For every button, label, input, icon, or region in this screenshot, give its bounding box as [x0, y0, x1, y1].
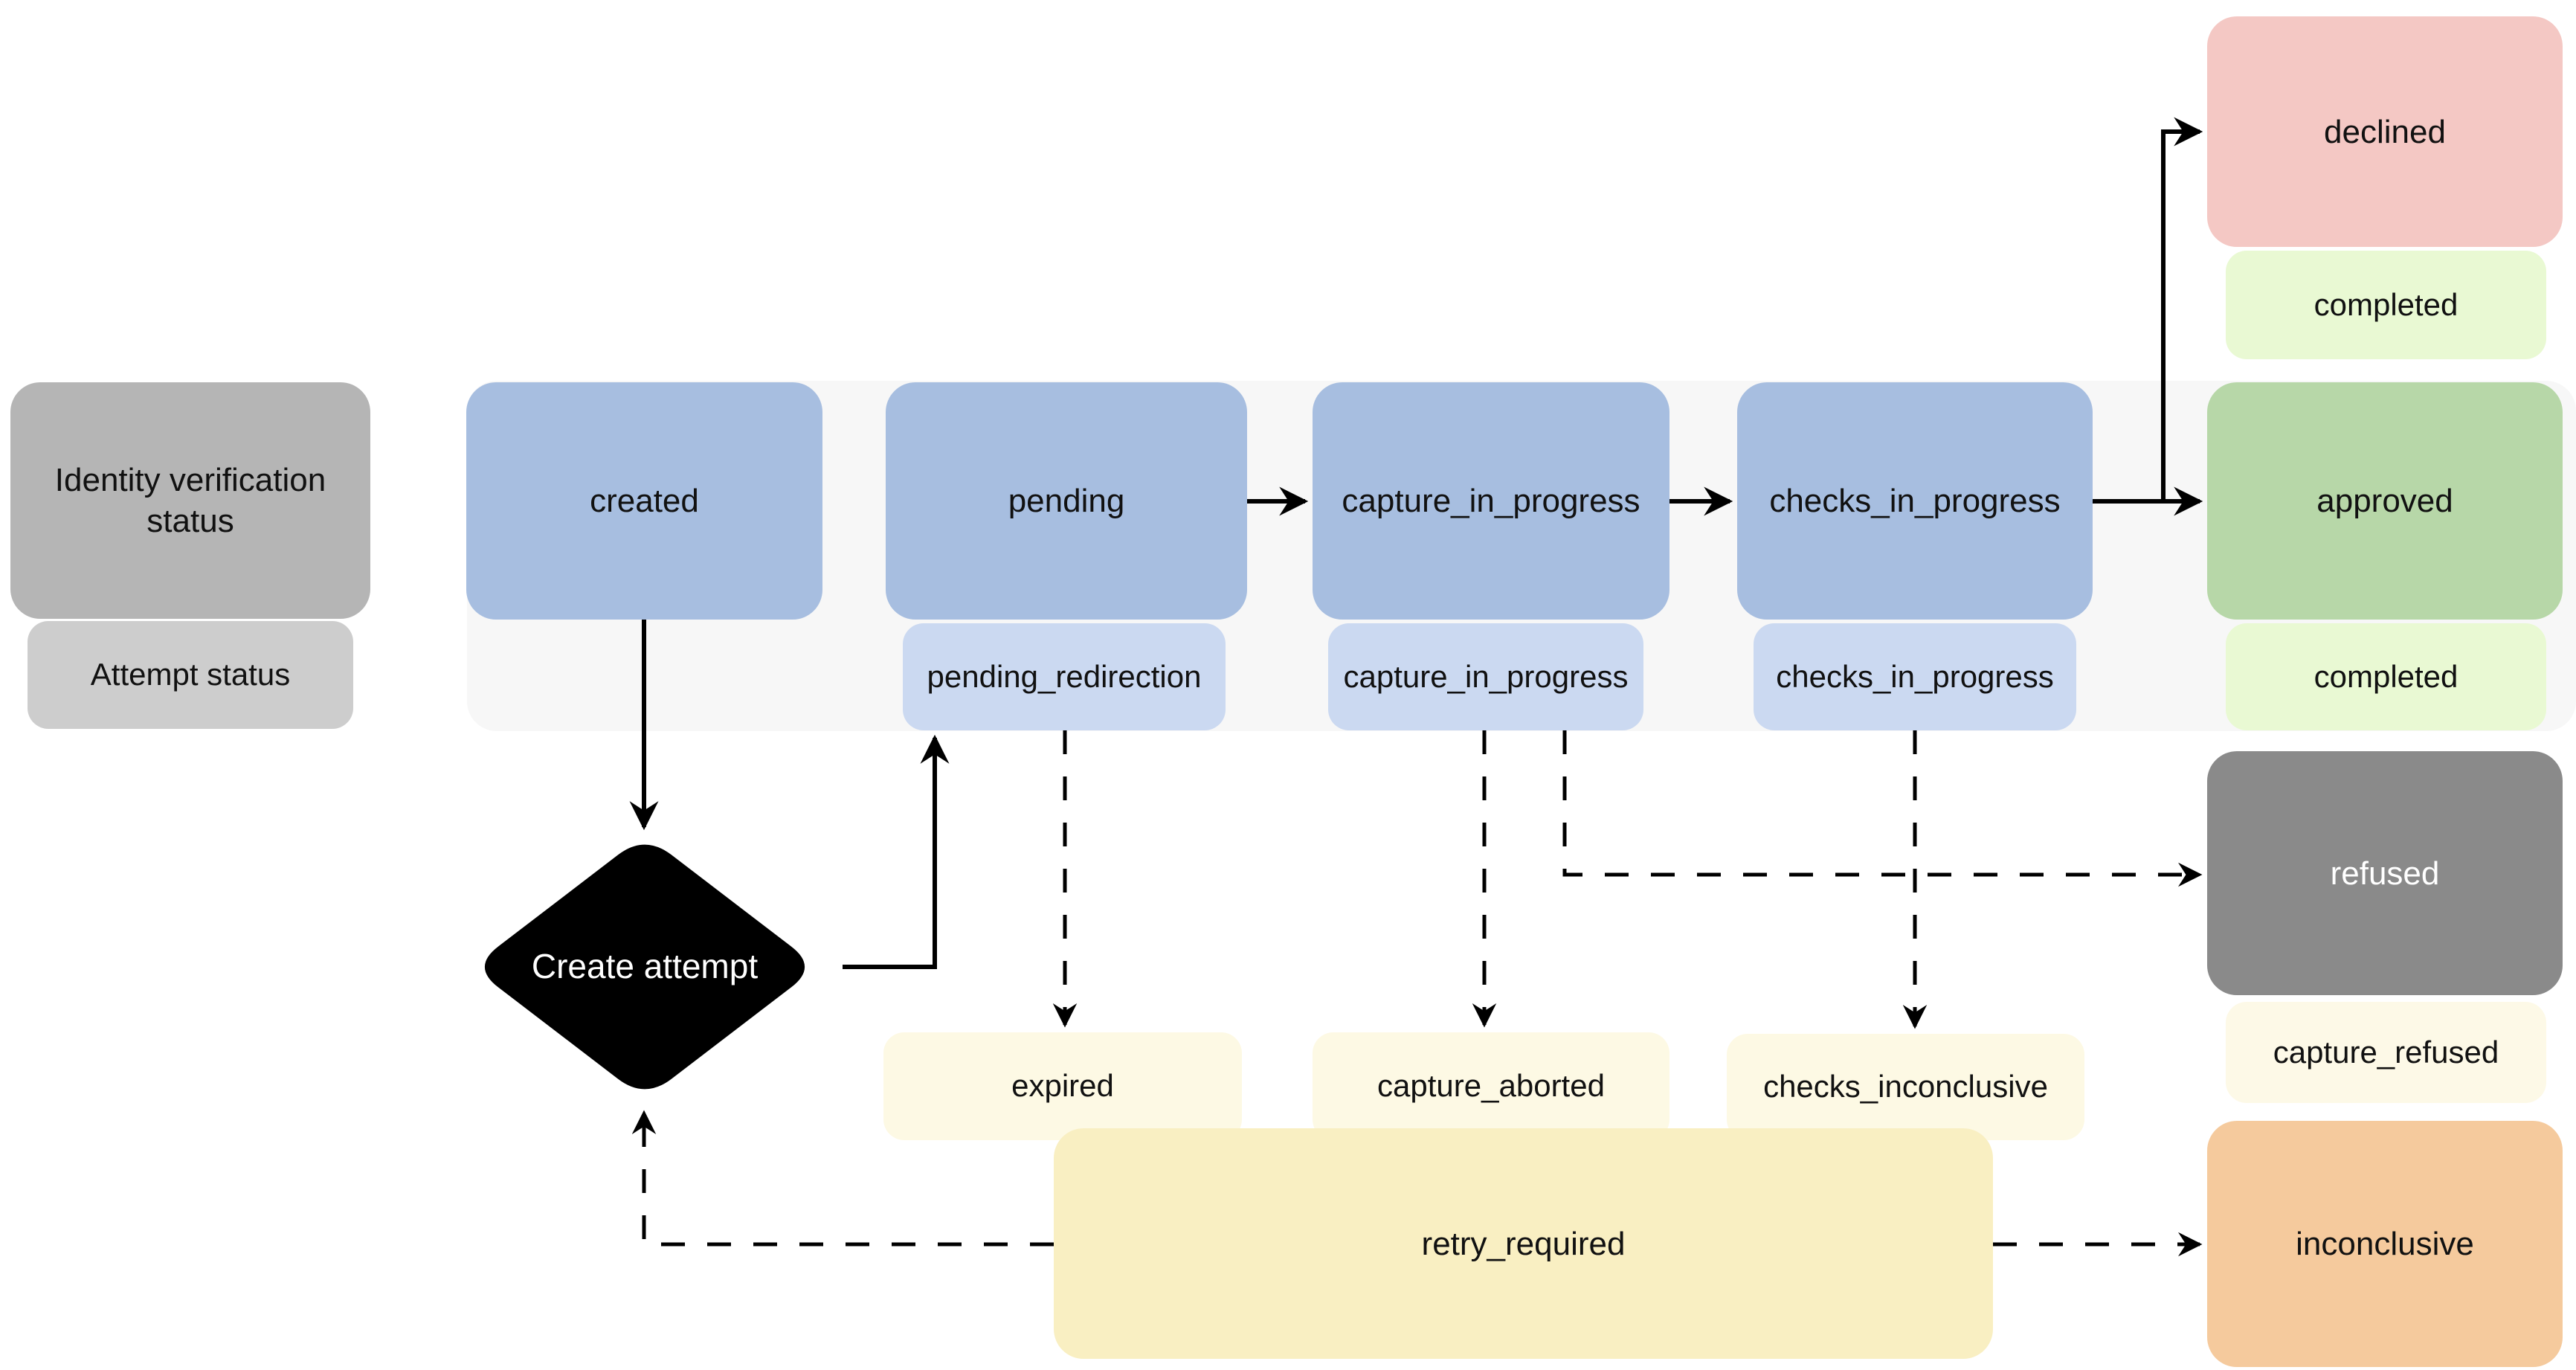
create-attempt-label: Create attempt	[531, 947, 759, 986]
state-refused: refused	[2207, 751, 2563, 995]
attempt-state-completed-after-approved: completed	[2226, 623, 2546, 730]
attempt-state-expired: expired	[883, 1032, 1242, 1140]
attempt-state-capture-aborted: capture_aborted	[1313, 1032, 1669, 1140]
state-retry-required: retry_required	[1054, 1128, 1993, 1359]
attempt-state-capture-in-progress: capture_in_progress	[1328, 623, 1643, 730]
state-checks-in-progress: checks_in_progress	[1737, 382, 2093, 620]
attempt-state-checks-inconclusive: checks_inconclusive	[1727, 1034, 2084, 1140]
attempt-state-checks-in-progress: checks_in_progress	[1754, 623, 2076, 730]
state-declined: declined	[2207, 16, 2563, 247]
legend-attempt-status: Attempt status	[28, 621, 353, 729]
edge-capture-attempt-to-refused	[1562, 730, 2203, 887]
state-inconclusive: inconclusive	[2207, 1121, 2563, 1367]
attempt-state-pending-redirection: pending_redirection	[903, 623, 1226, 730]
attempt-state-capture-refused: capture_refused	[2226, 1002, 2546, 1103]
legend-identity-verification-status: Identity verification status	[10, 382, 370, 619]
edge-create-attempt-to-pending-redirection	[843, 734, 950, 969]
state-capture-in-progress: capture_in_progress	[1313, 382, 1669, 620]
state-approved: approved	[2207, 382, 2563, 620]
state-created: created	[466, 382, 822, 620]
state-pending: pending	[886, 382, 1247, 620]
attempt-state-completed-after-declined: completed	[2226, 251, 2546, 359]
